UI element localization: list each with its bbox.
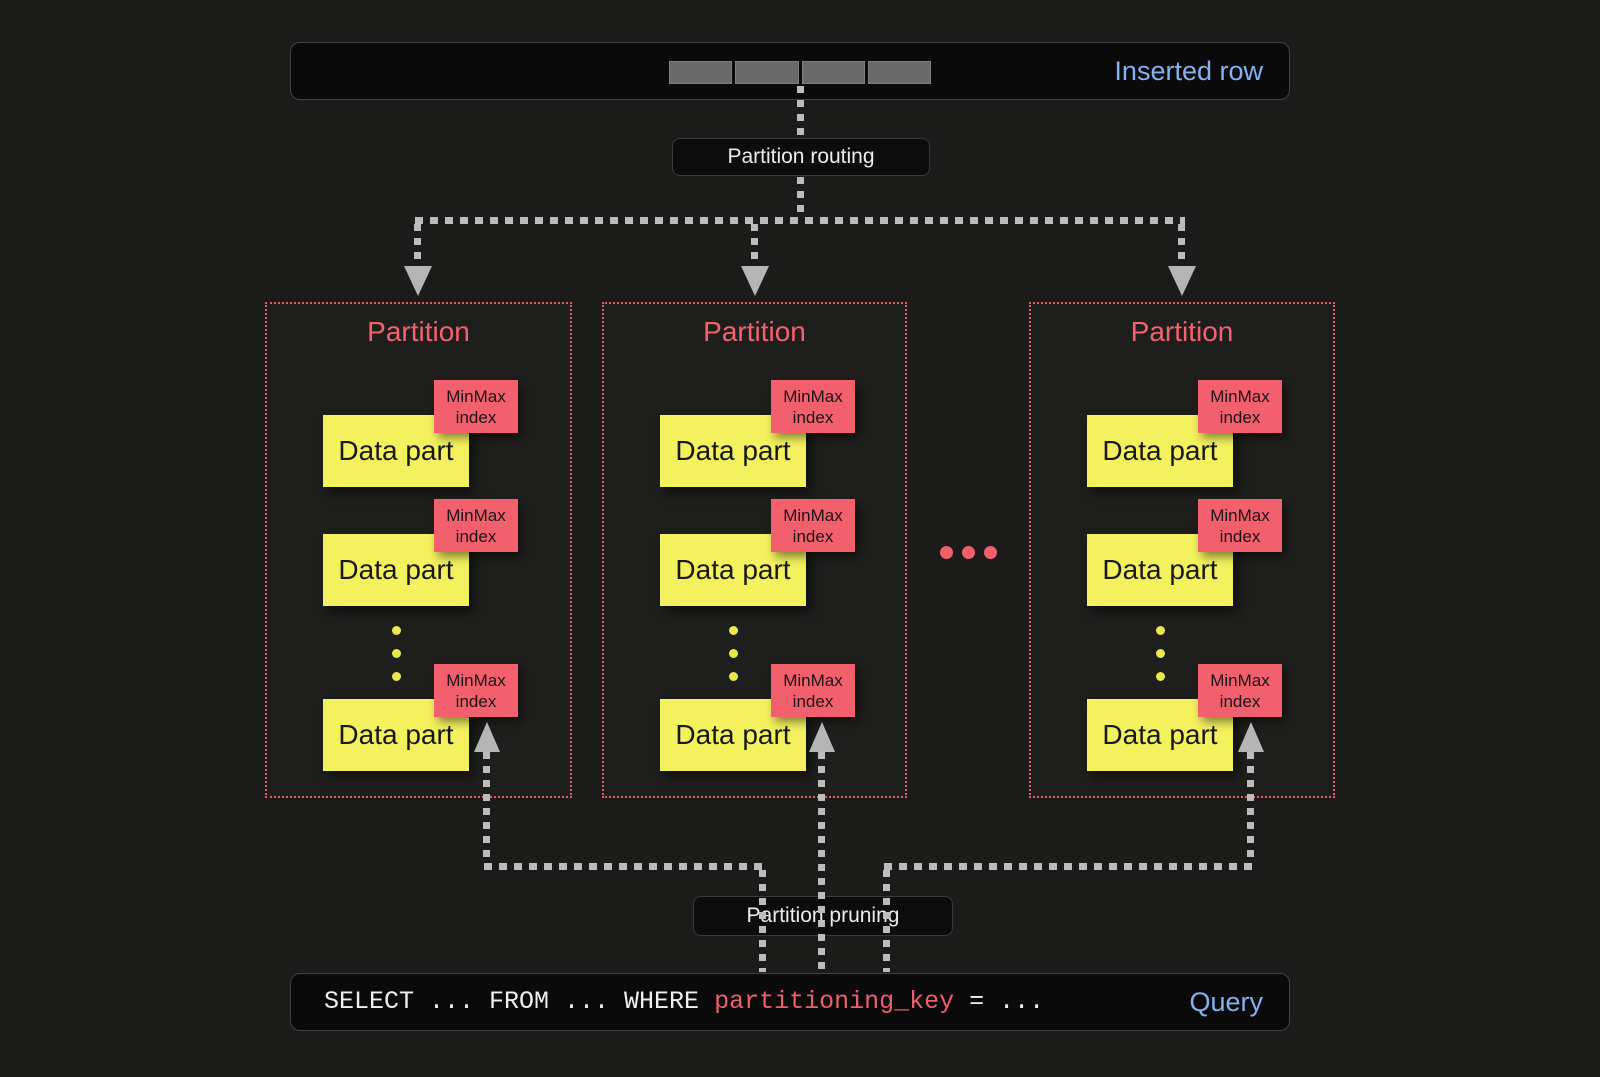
more-parts-dots: [724, 626, 742, 681]
dot: [1155, 672, 1165, 681]
inserted-row-box: Inserted row: [290, 42, 1290, 100]
dot: [1155, 649, 1165, 658]
query-label: Query: [1189, 987, 1263, 1017]
partition-box: Partition MinMax index Data part MinMax …: [602, 302, 907, 798]
arrow-up-icon: [1238, 722, 1264, 752]
data-part-box: Data part: [323, 534, 469, 606]
partition-box: Partition MinMax index Data part MinMax …: [1029, 302, 1335, 798]
minmax-index-tag: MinMax index: [434, 664, 518, 717]
partition-title: Partition: [367, 316, 470, 347]
partition-title: Partition: [703, 316, 806, 347]
dot: [391, 649, 401, 658]
arrow-up-icon: [809, 722, 835, 752]
dot: [728, 649, 738, 658]
routing-flow-line: [797, 86, 804, 136]
pruning-flow-line: [818, 752, 825, 972]
data-part-box: Data part: [323, 699, 469, 771]
sql-query-text: SELECT ... FROM ... WHERE partitioning_k…: [324, 974, 1044, 1030]
data-part-box: Data part: [1087, 534, 1233, 606]
data-part-box: Data part: [1087, 699, 1233, 771]
routing-flow-line: [797, 177, 804, 219]
partition-box: Partition MinMax index Data part MinMax …: [265, 302, 572, 798]
pruning-flow-line: [884, 863, 1255, 870]
routing-drop-line: [414, 224, 421, 266]
more-partitions-ellipsis: [940, 546, 997, 559]
query-box: SELECT ... FROM ... WHERE partitioning_k…: [290, 973, 1290, 1031]
dot: [391, 672, 401, 681]
routing-drop-line: [1178, 224, 1185, 266]
dot: [391, 626, 401, 635]
more-parts-dots: [387, 626, 405, 681]
arrow-up-icon: [474, 722, 500, 752]
row-cell: [867, 61, 931, 84]
minmax-index-tag: MinMax index: [771, 664, 855, 717]
routing-drop-line: [751, 224, 758, 266]
sql-before-key: SELECT ... FROM ... WHERE: [324, 987, 715, 1016]
dot: [728, 626, 738, 635]
minmax-index-tag: MinMax index: [434, 499, 518, 552]
more-parts-dots: [1151, 626, 1169, 681]
minmax-index-tag: MinMax index: [434, 380, 518, 433]
sql-after-key: = ...: [954, 987, 1045, 1016]
sql-partitioning-key: partitioning_key: [714, 987, 955, 1016]
arrow-down-icon: [404, 266, 432, 296]
minmax-index-tag: MinMax index: [771, 380, 855, 433]
dot: [1155, 626, 1165, 635]
pruning-flow-line: [759, 870, 766, 972]
pruning-flow-line: [483, 752, 490, 863]
row-cells: [669, 61, 931, 84]
dot: [962, 546, 975, 559]
minmax-index-tag: MinMax index: [771, 499, 855, 552]
dot: [984, 546, 997, 559]
pruning-flow-line: [484, 863, 767, 870]
dot: [940, 546, 953, 559]
arrow-down-icon: [1168, 266, 1196, 296]
partition-title: Partition: [1130, 316, 1234, 347]
row-cell: [735, 61, 799, 84]
pruning-flow-line: [1247, 752, 1254, 863]
pruning-flow-line: [883, 870, 890, 972]
dot: [728, 672, 738, 681]
minmax-index-tag: MinMax index: [1198, 380, 1282, 433]
partition-routing-label: Partition routing: [727, 145, 875, 168]
row-cell: [801, 61, 865, 84]
partition-routing-label-box: Partition routing: [672, 138, 930, 176]
arrow-down-icon: [741, 266, 769, 296]
minmax-index-tag: MinMax index: [1198, 664, 1282, 717]
row-cell: [669, 61, 733, 84]
inserted-row-label: Inserted row: [1114, 56, 1263, 86]
minmax-index-tag: MinMax index: [1198, 499, 1282, 552]
routing-branch-line: [415, 217, 1185, 224]
